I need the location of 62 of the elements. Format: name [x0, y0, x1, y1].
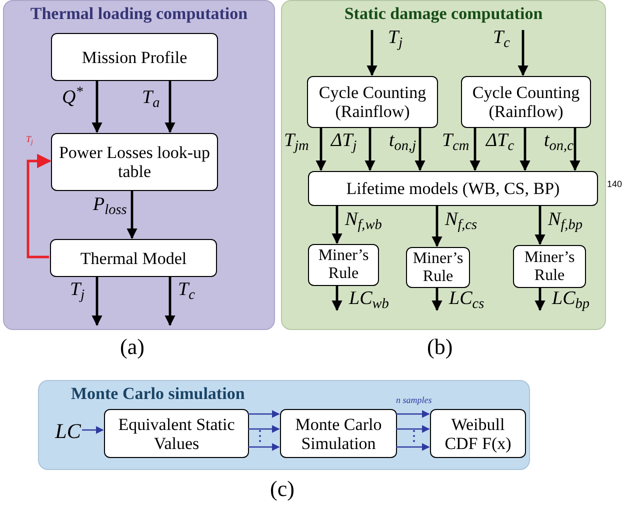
process-box: Weibull CDF F(x)	[430, 409, 526, 458]
note-text: 140	[607, 180, 622, 189]
edge-label: ΔT$_{c}$	[486, 131, 514, 150]
arrow	[396, 425, 430, 433]
panel-title: Thermal loading computation	[29, 3, 249, 24]
edge-label: T$_{a}$	[142, 88, 160, 107]
edge-label: LC$_{wb}$	[349, 289, 389, 308]
edge-label: T$_{cm}$	[442, 131, 470, 150]
arrow	[470, 127, 480, 172]
arrow	[366, 30, 378, 76]
arrow	[432, 205, 442, 248]
arrow	[126, 190, 138, 240]
process-box: Miner’s Rule	[406, 247, 470, 288]
arrow	[82, 426, 104, 434]
edge-label: Q$^{*}$	[62, 88, 83, 107]
arrow	[332, 285, 342, 312]
edge-label: T$_{c}$	[178, 280, 195, 299]
process-box: Monte Carlo Simulation	[280, 409, 397, 458]
process-box: Thermal Model	[50, 239, 217, 277]
arrow	[414, 127, 426, 172]
arrow	[396, 443, 430, 451]
edge-label: n samples	[396, 396, 432, 405]
process-box: Lifetime models (WB, CS, BP)	[308, 171, 598, 206]
arrow	[316, 127, 326, 172]
edge-label: T$_{j}$	[26, 135, 33, 144]
arrow	[570, 127, 580, 172]
arrow	[534, 287, 546, 312]
process-box: Equivalent Static Values	[104, 409, 249, 458]
arrow	[364, 127, 376, 172]
process-box: Cycle Counting (Rainflow)	[307, 76, 438, 128]
arrow	[520, 127, 530, 172]
panel-caption: (c)	[270, 478, 294, 500]
arrow	[432, 287, 442, 312]
panel-background	[38, 380, 530, 470]
edge-label: LC$_{cs}$	[449, 289, 484, 308]
edge-label: P$_{loss}$	[93, 195, 127, 214]
edge-label: t$_{on,c}$	[544, 131, 574, 150]
arrow	[248, 425, 280, 433]
panel-caption: (a)	[120, 336, 144, 358]
process-box: Power Losses look-up table	[51, 133, 218, 191]
arrow	[248, 410, 280, 418]
panel-title: Static damage computation	[343, 3, 544, 24]
panel-title: Monte Carlo simulation	[71, 383, 245, 404]
arrow	[518, 30, 528, 76]
arrow	[248, 443, 280, 451]
arrow	[396, 410, 430, 418]
arrow	[534, 205, 546, 246]
arrow	[26, 154, 52, 258]
process-box: Miner’s Rule	[308, 244, 379, 286]
arrow	[92, 80, 102, 134]
panel-background	[3, 0, 275, 330]
process-box: Cycle Counting (Rainflow)	[461, 76, 591, 128]
input-label: LC	[53, 419, 83, 443]
panel-caption: (b)	[427, 336, 453, 358]
arrow	[92, 276, 102, 326]
arrow	[164, 276, 176, 326]
process-box: Mission Profile	[51, 33, 218, 81]
process-box: Miner’s Rule	[513, 245, 586, 288]
edge-label: T$_{c}$	[493, 28, 510, 47]
panel-background	[281, 0, 606, 330]
arrow	[332, 205, 342, 244]
arrow	[164, 80, 176, 134]
